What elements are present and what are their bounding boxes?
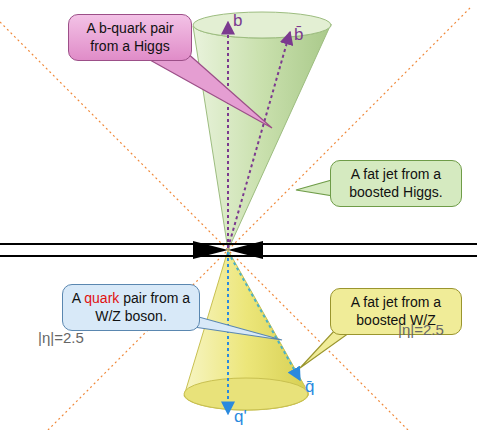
qbar-arrow	[228, 252, 300, 380]
higgs-bquark-callout: A b-quark pair from a Higgs	[68, 14, 192, 61]
wz-cone-bottom	[184, 378, 308, 410]
beam-line	[0, 255, 477, 257]
callout-tail	[150, 52, 272, 128]
eta-line	[48, 8, 470, 430]
eta-label: |η|=2.5	[398, 322, 444, 339]
eta-label: |η|=2.5	[38, 330, 84, 347]
beam-arrow	[228, 241, 263, 259]
higgs-cone	[193, 24, 331, 250]
callout-text: A b-quark pair from a Higgs	[77, 20, 183, 55]
wz-quark-callout: A quark pair from a W/Z boson.	[62, 284, 200, 331]
particle-label: q'	[234, 408, 247, 427]
particle-label: b	[233, 12, 242, 31]
eta-line	[0, 22, 408, 430]
particle-label: q̄	[305, 378, 314, 397]
particle-label: b̄	[294, 26, 303, 45]
b-quark-arrow	[227, 22, 229, 248]
beam-arrow	[193, 241, 228, 259]
higgs-cone-top	[193, 12, 331, 38]
higgs-fatjet-callout: A fat jet from a boosted Higgs.	[330, 160, 462, 207]
bbar-quark-arrow	[228, 32, 290, 248]
callout-text: A quark pair from a W/Z boson.	[71, 290, 191, 325]
beam-line	[0, 243, 477, 245]
callout-text: A fat jet from a boosted Higgs.	[339, 166, 453, 201]
qprime-arrow	[227, 252, 229, 414]
